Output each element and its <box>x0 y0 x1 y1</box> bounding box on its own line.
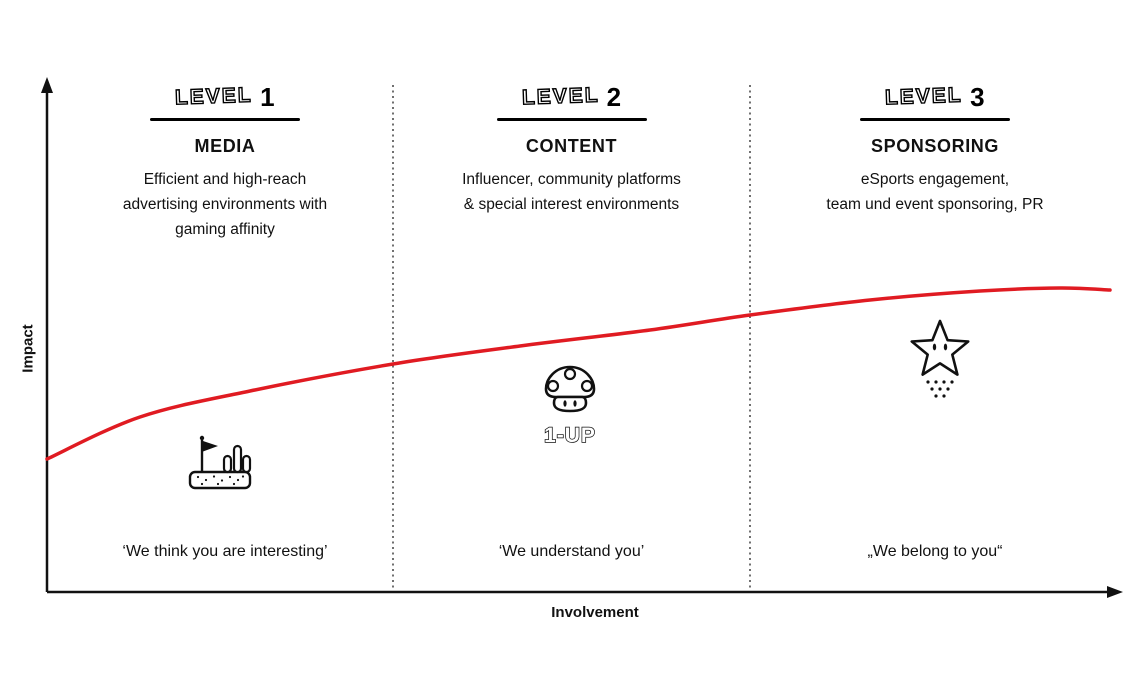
level2-header-number: 2 <box>606 82 622 112</box>
level1-column: Level 1 MEDIA Efficient and high-reach a… <box>57 82 393 242</box>
level3-header: Level 3 <box>752 82 1118 112</box>
level1-quote: ‘We think you are interesting’ <box>122 543 328 560</box>
level2-column: Level 2 CONTENT Influencer, community pl… <box>395 82 748 217</box>
x-axis-arrowhead <box>1107 586 1123 598</box>
level3-header-number: 3 <box>970 82 985 112</box>
level3-header-underline <box>860 118 1010 121</box>
y-axis-label: Impact <box>19 324 37 373</box>
level2-description: Influencer, community platforms & specia… <box>462 171 681 213</box>
level1-header-number: 1 <box>260 82 275 112</box>
level2-header: Level 2 <box>395 82 748 112</box>
level3-column: Level 3 SPONSORING eSports engagement, t… <box>752 82 1118 217</box>
level3-header-word: Level <box>884 83 964 110</box>
y-axis-arrowhead <box>41 77 53 93</box>
level1-header-word: Level <box>174 83 254 110</box>
x-axis-label: Involvement <box>551 604 639 621</box>
level3-category: SPONSORING <box>870 136 1000 156</box>
level2-quote: ‘We understand you’ <box>498 543 645 560</box>
level3-quote: „We belong to you“ <box>867 543 1003 560</box>
level1-description: Efficient and high-reach advertising env… <box>122 171 328 238</box>
goal-flag-icon <box>188 435 252 490</box>
one-up-mushroom-icon: 1-UP <box>543 365 596 448</box>
level1-header-underline <box>150 118 300 121</box>
level3-description: eSports engagement, team und event spons… <box>826 171 1044 213</box>
level1-category: MEDIA <box>194 136 256 156</box>
level2-header-underline <box>496 118 647 121</box>
level2-category: CONTENT <box>525 136 618 156</box>
level1-header: Level 1 <box>57 82 393 112</box>
level2-header-word: Level <box>521 83 601 110</box>
power-star-icon <box>910 319 970 398</box>
one-up-label: 1-UP <box>544 424 596 447</box>
